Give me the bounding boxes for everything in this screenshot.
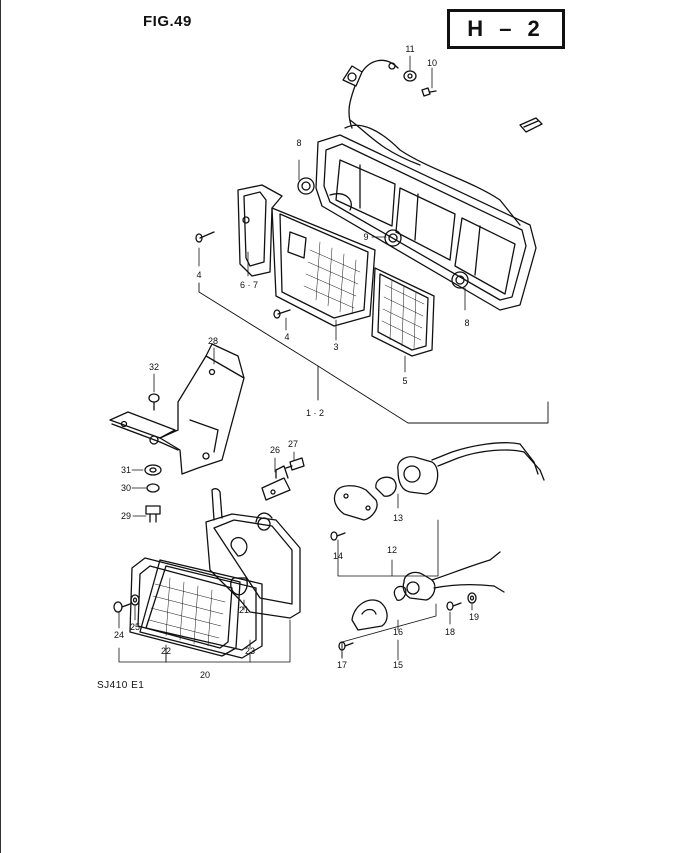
screw-24: [113, 601, 131, 613]
leaders-side-lamp: [118, 599, 291, 663]
washer-25: [130, 594, 140, 606]
screw-4b: [273, 309, 291, 319]
lamp-cover-15: [351, 599, 388, 631]
lock-washer-30: [146, 483, 160, 493]
lens-crosshatch: [303, 241, 425, 349]
lens-6-7: [237, 184, 283, 277]
callout-32: 32: [149, 362, 159, 372]
callout-17: 17: [337, 660, 347, 670]
callout-leaders-top: [198, 55, 466, 373]
callout-21: 21: [239, 605, 249, 615]
license-lamp-base: [333, 485, 378, 521]
callout-10: 10: [427, 58, 437, 68]
washer-19: [467, 592, 477, 604]
bulb-socket-8a: [297, 177, 315, 195]
callout-4a: 4: [196, 270, 201, 280]
callout-24: 24: [114, 630, 124, 640]
leaders-license-lamp-15: [341, 603, 473, 661]
callout-5: 5: [402, 376, 407, 386]
clip-part: [519, 117, 543, 133]
callout-23: 23: [245, 646, 255, 656]
model-code: SJ410 E1: [97, 680, 145, 691]
callout-26: 26: [270, 445, 280, 455]
screw-10: [421, 87, 437, 97]
callout-numbers: 1 · 2 3 4 4 5 6 · 7 8 8 9 10 11 12 13 14…: [114, 44, 479, 680]
side-lamp-housing: [205, 488, 301, 619]
lens-5: [371, 267, 435, 357]
callout-4b: 4: [284, 332, 289, 342]
callout-20: 20: [200, 670, 210, 680]
washer-31: [144, 464, 162, 476]
socket-16: [393, 551, 505, 601]
figure-label: FIG.49: [143, 13, 192, 30]
callout-30: 30: [121, 483, 131, 493]
screw-17: [338, 641, 354, 651]
callout-28: 28: [208, 336, 218, 346]
gasket-23: [139, 559, 263, 659]
callout-19: 19: [469, 612, 479, 622]
screw-4a: [195, 231, 215, 243]
page-left-border: [0, 0, 1, 853]
callout-13: 13: [393, 513, 403, 523]
section-code: H – 2: [467, 16, 545, 41]
bulb-socket-9: [384, 229, 402, 247]
screw-14: [330, 531, 346, 541]
callout-31: 31: [121, 465, 131, 475]
callout-27: 27: [288, 439, 298, 449]
bracket-28: [109, 343, 245, 475]
leaders-license-lamp: [337, 493, 439, 577]
callout-9: 9: [363, 232, 368, 242]
section-code-box: [447, 9, 565, 49]
lens-3: [271, 207, 376, 327]
screw-18: [446, 601, 462, 611]
callout-8a: 8: [296, 138, 301, 148]
callout-25: 25: [130, 622, 140, 632]
screw-27: [285, 457, 305, 471]
callout-18: 18: [445, 627, 455, 637]
assembly-bracket-1-2: [198, 282, 549, 424]
callout-11: 11: [405, 44, 414, 54]
rear-lamp-housing: [315, 119, 537, 311]
callout-14: 14: [333, 551, 343, 561]
lamp-wire-connector: [342, 59, 399, 129]
callout-12: 12: [387, 545, 397, 555]
callout-22: 22: [161, 646, 171, 656]
clip-26: [261, 465, 291, 501]
bolt-29: [145, 505, 161, 523]
callout-29: 29: [121, 511, 131, 521]
lens-22-crosshatch: [148, 577, 226, 647]
lens-22: [129, 557, 241, 657]
bolt-32: [148, 393, 160, 411]
callout-8b: 8: [464, 318, 469, 328]
washer-11: [403, 70, 417, 82]
callout-15: 15: [393, 660, 403, 670]
callout-16: 16: [393, 627, 403, 637]
callout-3: 3: [333, 342, 338, 352]
leaders-29-31: [131, 469, 147, 517]
bulb-socket-8b: [451, 271, 469, 289]
callout-1-2: 1 · 2: [306, 408, 324, 418]
callout-6-7: 6 · 7: [240, 280, 258, 290]
socket-with-bulb: [375, 442, 545, 497]
leaders-26-27: [274, 451, 295, 473]
